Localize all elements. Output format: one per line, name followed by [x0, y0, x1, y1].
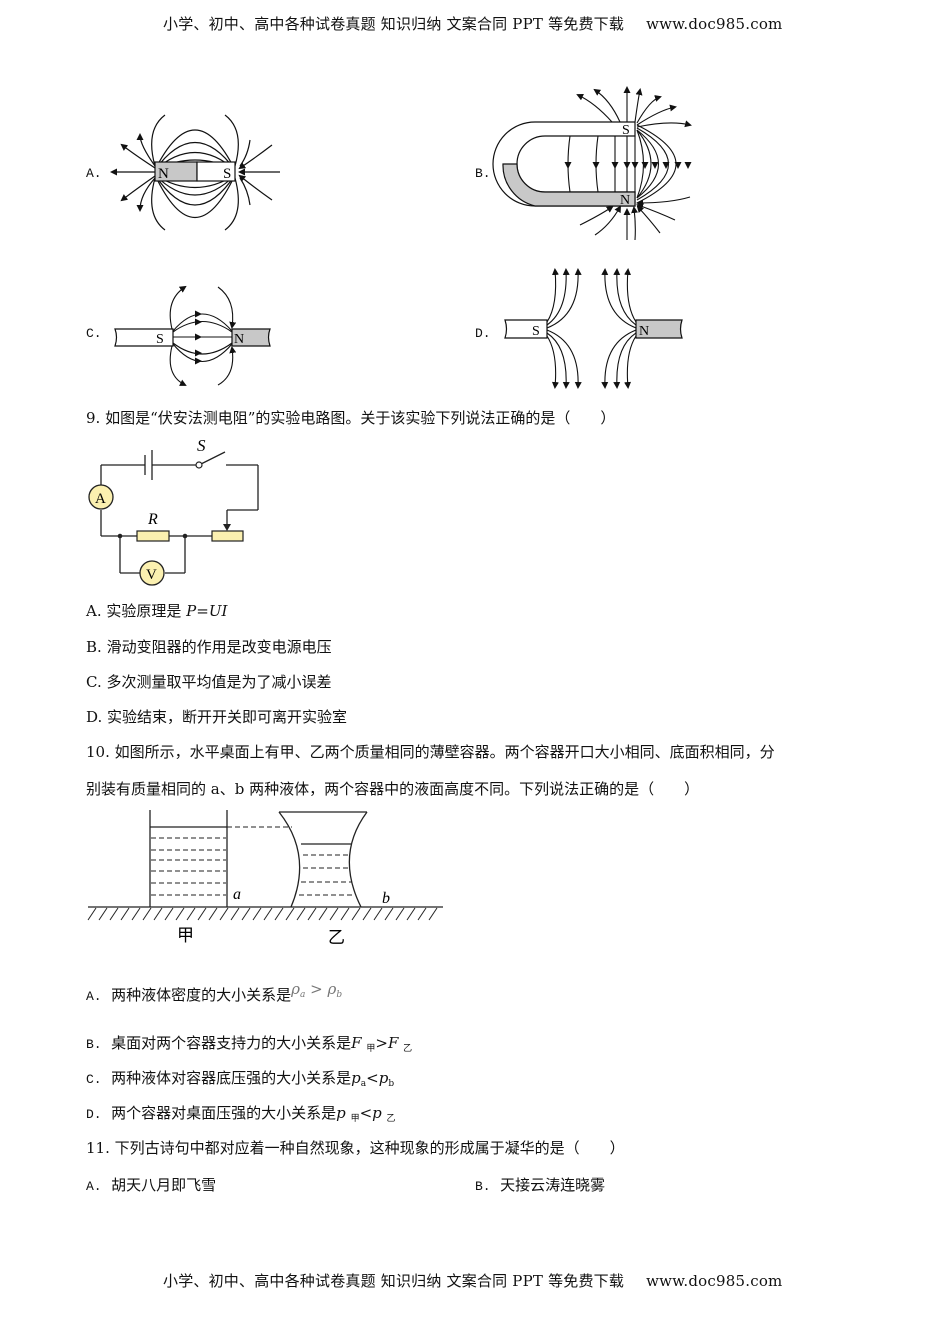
q8b-pole-top: S [622, 123, 630, 138]
ammeter-label: A [95, 491, 106, 507]
q8-figure-a-bar-magnet[interactable]: N S [100, 100, 300, 250]
q8-option-d-label: D. [475, 326, 491, 341]
q10-option-b[interactable]: B. 桌面对两个容器支持力的大小关系是F 甲>F 乙 [86, 1034, 413, 1054]
q9-circuit-diagram[interactable]: S R A V [85, 436, 270, 590]
header-url[interactable]: www.doc985.com [646, 15, 783, 33]
q11-option-a[interactable]: A. 胡天八月即飞雪 [86, 1176, 217, 1194]
page-header: 小学、初中、高中各种试卷真题 知识归纳 文案合同 PPT 等免费下载 www.do… [163, 13, 782, 34]
q8-figure-b-horseshoe-magnet[interactable]: S N [492, 85, 700, 241]
q9-option-c[interactable]: C. 多次测量取平均值是为了减小误差 [86, 673, 332, 691]
q8a-pole-left: N [158, 166, 169, 182]
footer-url[interactable]: www.doc985.com [646, 1272, 783, 1290]
q10-containers-diagram[interactable]: a b 甲 乙 [85, 810, 450, 950]
q8b-pole-bottom: N [620, 193, 630, 208]
q9-option-d[interactable]: D. 实验结束，断开开关即可离开实验室 [86, 708, 348, 726]
q8-option-c-label: C. [86, 326, 102, 341]
q8d-pole-right: N [639, 324, 649, 339]
q8d-pole-left: S [532, 324, 540, 339]
q10-stem-line1: 10. 如图所示，水平桌面上有甲、乙两个质量相同的薄壁容器。两个容器开口大小相同… [86, 743, 775, 761]
liquid-a-label: a [233, 886, 241, 903]
header-slogan: 小学、初中、高中各种试卷真题 知识归纳 文案合同 PPT 等免费下载 [163, 15, 625, 33]
q10-stem-line2: 别装有质量相同的 a、b 两种液体，两个容器中的液面高度不同。下列说法正确的是（… [86, 780, 700, 798]
container-jia-label: 甲 [177, 926, 194, 945]
container-yi-label: 乙 [328, 928, 345, 947]
q11-option-b[interactable]: B. 天接云涛连晓雾 [475, 1176, 606, 1194]
liquid-b-label: b [382, 890, 390, 907]
q8-figure-d-like-poles[interactable]: S N [500, 265, 690, 390]
q8a-pole-right: S [223, 166, 231, 182]
q8-option-b-label: B. [475, 166, 491, 181]
q10-option-c[interactable]: C. 两种液体对容器底压强的大小关系是pa<pb [86, 1069, 395, 1089]
resistor-label: R [147, 511, 158, 528]
q8-option-a-label: A. [86, 166, 102, 181]
q8c-pole-left: S [156, 332, 164, 347]
q11-stem: 11. 下列古诗句中都对应着一种自然现象，这种现象的形成属于凝华的是（ ） [86, 1139, 625, 1157]
q10-option-d[interactable]: D. 两个容器对桌面压强的大小关系是p 甲<p 乙 [86, 1104, 396, 1124]
q9-option-b[interactable]: B. 滑动变阻器的作用是改变电源电压 [86, 638, 332, 656]
q8c-pole-right: N [234, 332, 244, 347]
footer-slogan: 小学、初中、高中各种试卷真题 知识归纳 文案合同 PPT 等免费下载 [163, 1272, 625, 1290]
formula: P=UI [186, 602, 228, 620]
q8-figure-c-opposite-poles[interactable]: S N [110, 285, 280, 390]
switch-label: S [197, 436, 206, 455]
q9-stem: 9. 如图是“伏安法测电阻”的实验电路图。关于该实验下列说法正确的是（ ） [86, 409, 616, 427]
q10-option-a[interactable]: A. 两种液体密度的大小关系是ρa > ρb [86, 980, 343, 1004]
q9-option-a[interactable]: A. 实验原理是 P=UI [86, 602, 228, 620]
page-footer: 小学、初中、高中各种试卷真题 知识归纳 文案合同 PPT 等免费下载 www.do… [163, 1270, 782, 1291]
voltmeter-label: V [146, 567, 157, 583]
